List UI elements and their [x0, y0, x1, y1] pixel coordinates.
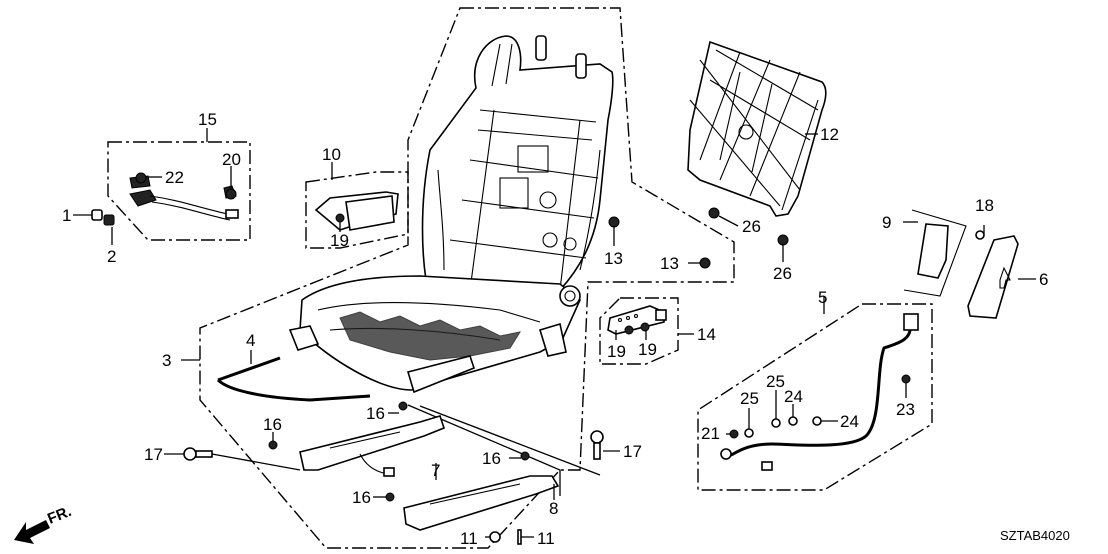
part-13-clip-a [608, 216, 620, 228]
front-label: FR. [45, 503, 74, 528]
part-17-bolt-b [590, 430, 604, 444]
callout-1: 1 [62, 206, 71, 225]
callout-17b: 17 [623, 442, 642, 461]
callout-22: 22 [165, 168, 184, 187]
part-15-harness [129, 175, 239, 221]
part-19-clip-a [335, 213, 345, 223]
part-22-clip [135, 172, 147, 184]
part-16-bolt-b [268, 440, 278, 450]
callout-11a: 11 [460, 529, 478, 548]
part-12-back-panel [687, 40, 827, 217]
callout-18: 18 [975, 196, 994, 215]
part-17-bolt-a-shank [195, 450, 213, 458]
callout-13a: 13 [604, 249, 623, 268]
callout-25a: 25 [740, 389, 759, 408]
callout-14: 14 [697, 325, 716, 344]
callout-12: 12 [820, 125, 839, 144]
callout-16c: 16 [482, 449, 501, 468]
callout-11b: 11 [537, 529, 555, 548]
callout-10: 10 [322, 145, 341, 164]
seat-back-frame [421, 35, 614, 301]
callout-6: 6 [1039, 270, 1048, 289]
front-direction-indicator: FR. [14, 503, 74, 544]
front-arrow-icon [14, 520, 50, 544]
part-4-wire [216, 356, 371, 402]
part-25-clip-b [771, 418, 781, 428]
part-10-cover [314, 191, 399, 231]
part-18-screw [975, 230, 985, 240]
part-17-bolt-a [183, 447, 197, 461]
callout-17a: 17 [144, 445, 163, 464]
seat-cushion-frame [288, 275, 581, 394]
part-13-clip-b [699, 257, 711, 269]
part-8-rail [403, 475, 560, 531]
callout-15: 15 [198, 110, 217, 129]
cover-group-14-boundary [599, 297, 679, 365]
callout-8: 8 [549, 499, 558, 518]
callout-9: 9 [882, 213, 891, 232]
callout-13b: 13 [660, 254, 679, 273]
part-5-harness [720, 313, 919, 471]
callout-2: 2 [107, 247, 116, 266]
fasteners [91, 172, 985, 545]
callout-labels: 1 2 3 4 5 6 7 8 9 10 11 11 12 13 13 14 1… [62, 110, 1048, 548]
cover-group-10-boundary [305, 171, 409, 249]
callout-24b: 24 [840, 412, 859, 431]
callout-16b: 16 [263, 415, 282, 434]
part-2-clip [103, 214, 115, 226]
part-20-clip [225, 188, 237, 200]
part-26-clip-b [777, 234, 789, 246]
part-1-clip [91, 209, 103, 221]
callout-16d: 16 [352, 488, 371, 507]
part-23-clip [901, 374, 911, 384]
part-11-pin-b [517, 529, 522, 545]
callout-5: 5 [818, 288, 827, 307]
part-19-clip-c [640, 322, 650, 332]
part-21-clip [729, 429, 739, 439]
part-9-bracket [917, 223, 949, 279]
rail-group-outline-2 [419, 405, 601, 476]
part-7-rail [299, 415, 445, 477]
callout-19a: 19 [330, 231, 349, 250]
harness-group-5-boundary [697, 303, 933, 491]
callout-23: 23 [896, 400, 915, 419]
part-6-cover [967, 235, 1019, 319]
leader-lines [73, 128, 1036, 538]
callout-26a: 26 [742, 217, 761, 236]
seat-frame-group-boundary [199, 7, 735, 549]
rail-group-outline [407, 404, 561, 496]
callout-3: 3 [162, 351, 171, 370]
harness-group-15-boundary [107, 141, 251, 241]
part-16-bolt-c [520, 451, 530, 461]
callout-7: 7 [431, 461, 440, 480]
part-24-clip-a [788, 416, 798, 426]
part-17-bolt-b-shank [593, 442, 601, 460]
part-26-clip-a [708, 207, 720, 219]
callout-19c: 19 [638, 340, 657, 359]
part-16-bolt-a [398, 401, 408, 411]
diagram-code: SZTAB4020 [1000, 528, 1070, 543]
part-14-cover [607, 305, 667, 335]
part-24-clip-b [812, 416, 822, 426]
part-16-bolt-d [385, 492, 395, 502]
part-19-clip-b [624, 325, 634, 335]
bracket-9-outline [903, 209, 967, 297]
callout-26b: 26 [773, 264, 792, 283]
callout-24a: 24 [784, 387, 803, 406]
callout-19b: 19 [607, 342, 626, 361]
callout-20: 20 [222, 150, 241, 169]
callout-25b: 25 [766, 372, 785, 391]
part-25-clip-a [744, 428, 754, 438]
callout-21: 21 [701, 424, 720, 443]
part-11-clip-a [489, 531, 501, 543]
callout-4: 4 [246, 331, 255, 350]
callout-16a: 16 [366, 404, 385, 423]
